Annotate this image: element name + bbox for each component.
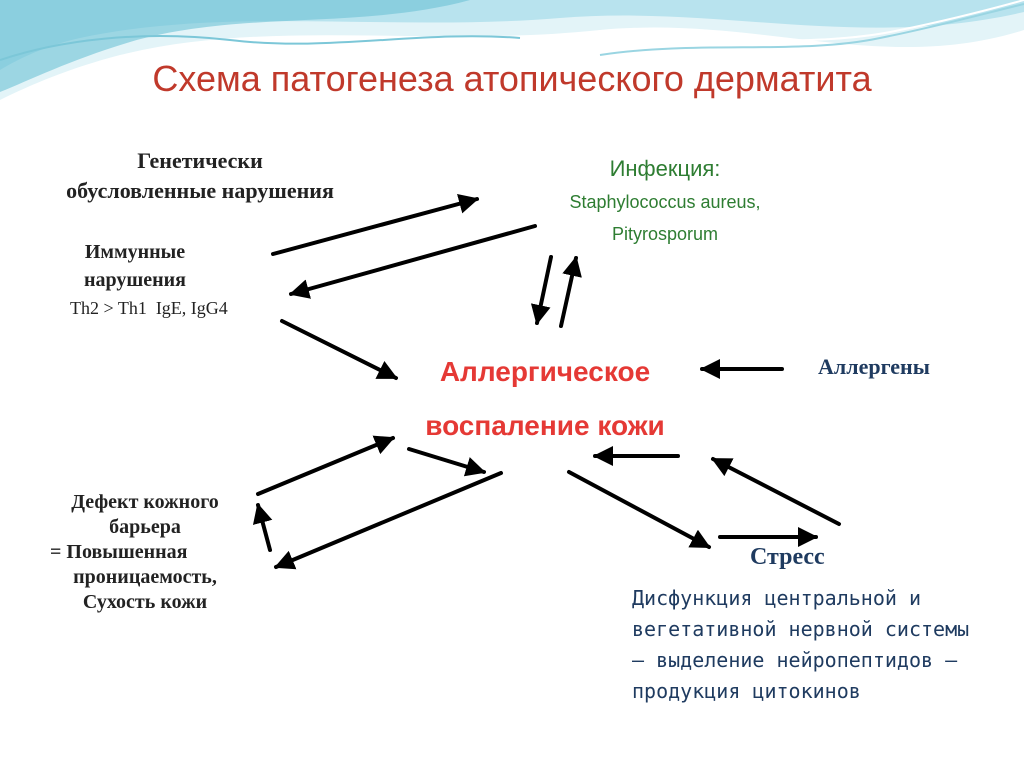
arrow-immune-to-infection [273,199,477,254]
arrow-infection-to-immune [291,226,535,294]
arrow-stress-feedback-up [713,459,839,524]
arrow-inflammation-to-stress [569,472,709,547]
arrow-barrier-upward [258,505,270,550]
arrow-infection-to-inflammation [537,257,551,323]
arrow-inflammation-to-barrier [276,473,501,567]
arrow-inflammation-to-infection [561,258,576,326]
arrow-to-inflammation-lower [409,449,484,472]
arrow-barrier-to-inflammation [258,438,393,494]
arrow-immune-to-inflammation [282,321,396,378]
